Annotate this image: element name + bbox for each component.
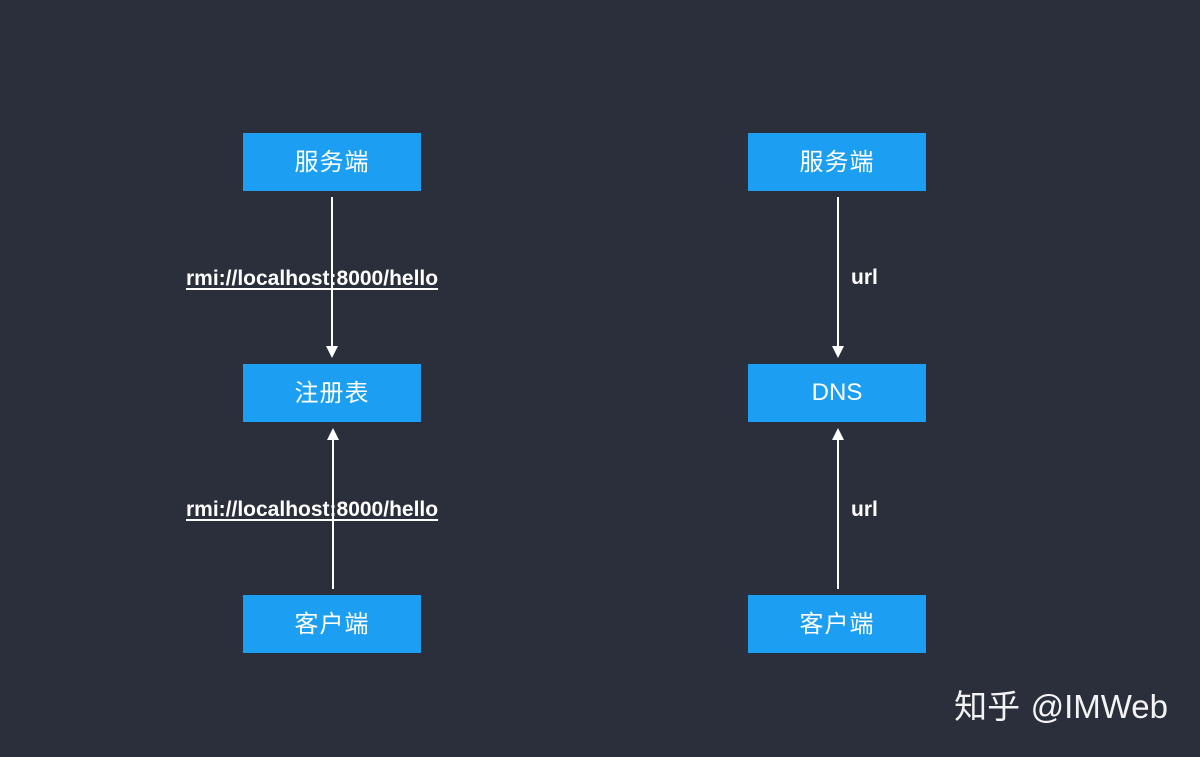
right-client-node: 客户端 <box>748 595 926 653</box>
right-server-node: 服务端 <box>748 133 926 191</box>
left-lower-edge-label: rmi://localhost:8000/hello <box>186 498 439 521</box>
watermark-handle: @IMWeb <box>1030 688 1168 725</box>
zhihu-watermark: 知乎 @IMWeb <box>954 687 1168 727</box>
left-client-node: 客户端 <box>243 595 421 653</box>
right-lower-edge-label: url <box>851 498 878 521</box>
watermark-site: 知乎 <box>954 687 1021 726</box>
left-upper-edge-label: rmi://localhost:8000/hello <box>186 267 439 290</box>
right-upper-edge-label: url <box>851 266 878 289</box>
left-server-node: 服务端 <box>243 133 421 191</box>
left-registry-node: 注册表 <box>243 364 421 422</box>
right-dns-node: DNS <box>748 364 926 422</box>
